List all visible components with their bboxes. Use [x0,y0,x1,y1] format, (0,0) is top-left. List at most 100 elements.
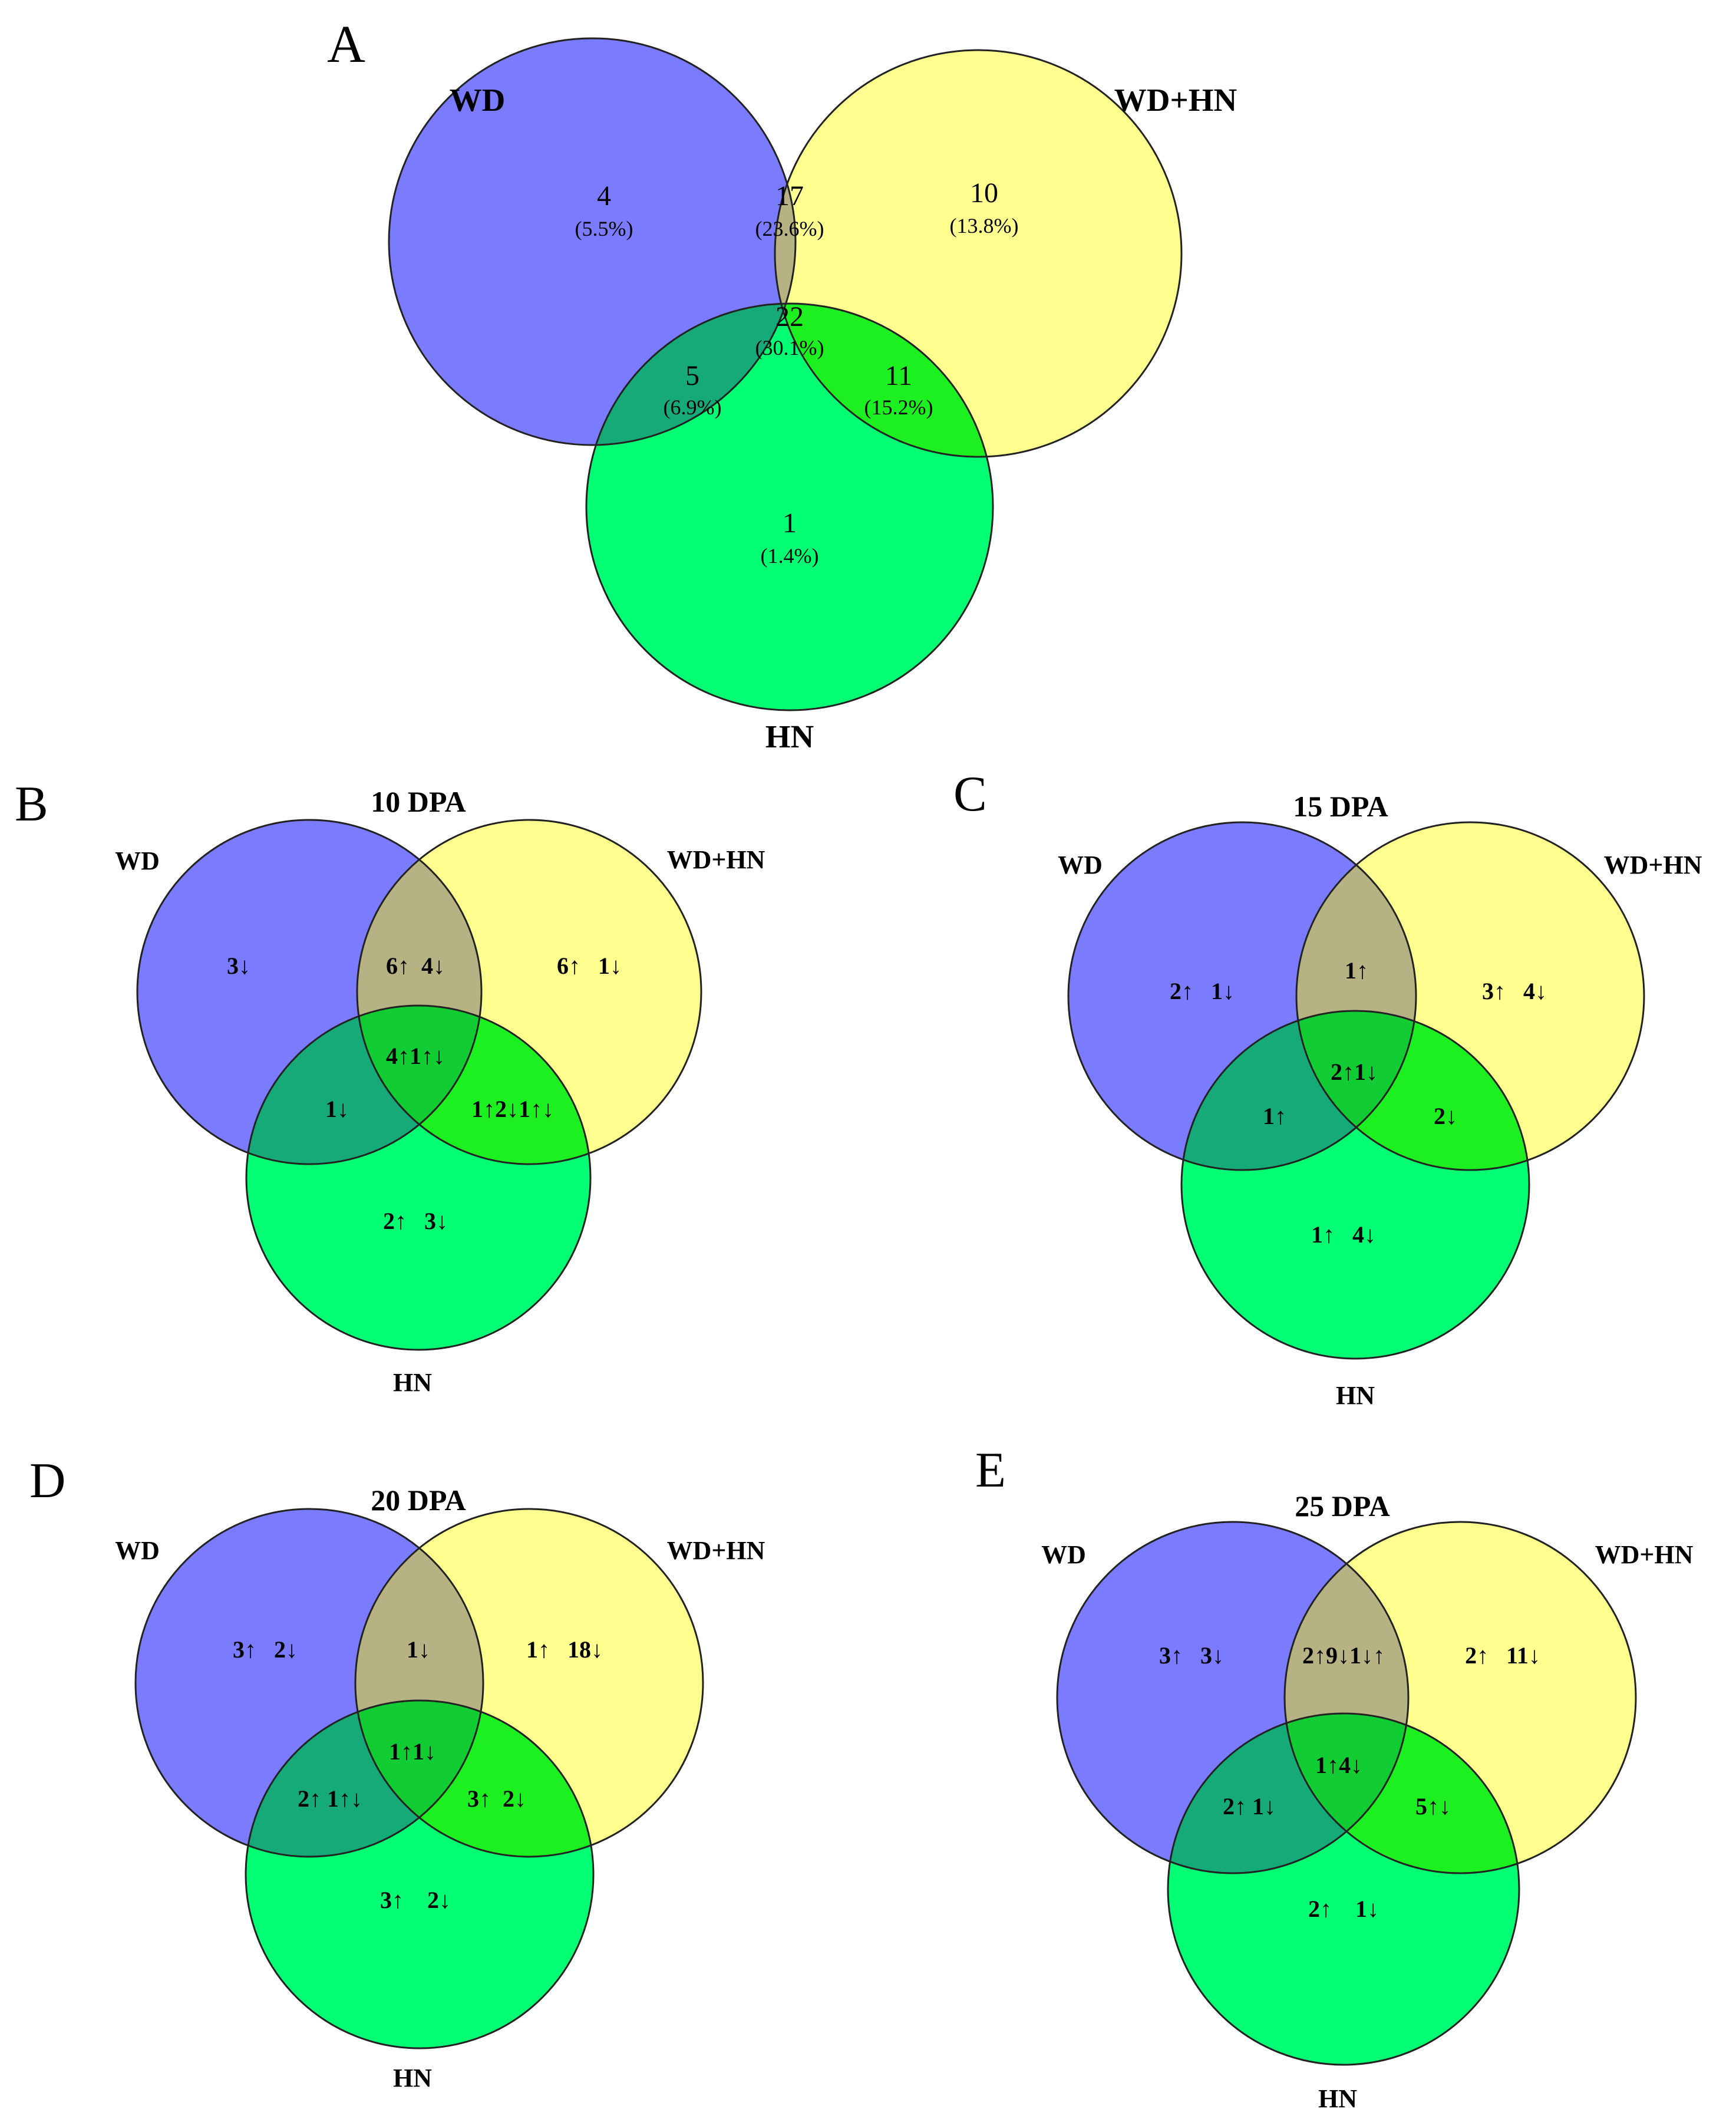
panel-a-hn-only-count: 1 [783,507,797,539]
panel-e-letter: E [975,1442,1006,1498]
panel-a: A WD WD+HN HN 4 (5.5%) 17 (23.6%) 10 (13… [327,15,1237,754]
circle-wdhn-outline [1283,1521,1637,1874]
panel-e-wd-only: 3↑ 3↓ [1159,1642,1224,1669]
panel-a-all-pct: (30.1%) [755,336,824,360]
circle-hn-outline [1167,1712,1520,2066]
panel-c-all: 2↑1↓ [1331,1059,1378,1085]
panel-b-wd-hn: 1↓ [325,1096,349,1122]
panel-d-label-hn: HN [393,2064,432,2092]
panel-b-letter: B [15,776,48,832]
overlap-wd_hn [1181,1011,1416,1170]
panel-c-wd-only: 2↑ 1↓ [1170,978,1235,1004]
circle-wd-outline [388,37,797,446]
panel-a-label-wdhn: WD+HN [1114,82,1237,118]
panel-e-label-wdhn: WD+HN [1595,1540,1694,1569]
overlap-wdhn_hn [1285,1713,1519,1873]
panel-c-label-hn: HN [1336,1381,1375,1410]
panel-d-title: 20 DPA [371,1484,466,1517]
overlap-wd_hn [246,1006,481,1164]
panel-d: D 20 DPA WD WD+HN HN 3↑ 2↓ 1↓ 1↑ 18↓ 1↑1… [29,1453,765,2092]
panel-c-wdhn-only: 3↑ 4↓ [1482,978,1547,1004]
panel-e-wd-wdhn: 2↑9↓1↓↑ [1302,1642,1385,1669]
panel-d-venn [134,1508,704,2049]
circle-wdhn-outline [356,819,702,1165]
circle-hn-outline [585,302,994,711]
panel-a-label-hn: HN [765,719,814,754]
panel-a-wd-wdhn-count: 17 [775,180,804,212]
overlap-wd_hn [586,304,796,445]
panel-b-hn-only: 2↑ 3↓ [383,1208,448,1234]
circle-wd-outline [136,819,483,1165]
panel-d-wdhn-hn: 3↑ 2↓ [467,1785,526,1812]
panel-a-label-wd: WD [450,82,506,118]
circle-wdhn-outline [354,1508,704,1858]
circle-wd-outline [134,1508,484,1858]
panel-b-label-hn: HN [393,1368,432,1397]
panel-c-wd-wdhn: 1↑ [1345,957,1368,984]
circle-hn-outline [245,1699,595,2049]
panel-a-wdhn-hn-pct: (15.2%) [864,396,933,419]
circle-wdhn-outline [774,49,1183,458]
panel-a-wdhn-hn-count: 11 [885,360,912,391]
panel-b-wd-wdhn: 6↑ 4↓ [386,953,445,979]
panel-c-wdhn-hn: 2↓ [1434,1103,1457,1129]
panel-c-label-wd: WD [1058,851,1103,879]
panel-b-wdhn-hn: 1↑2↓1↑↓ [471,1096,554,1122]
panel-d-hn-only: 3↑ 2↓ [380,1887,451,1913]
panel-a-wd-hn-pct: (6.9%) [664,396,722,419]
panel-e-venn [1056,1521,1637,2066]
overlap-wd_hn [1168,1713,1408,1873]
panel-c-wd-hn: 1↑ [1263,1103,1286,1129]
panel-e-wdhn-hn: 5↑↓ [1415,1793,1451,1820]
overlap-wdhn_hn [1296,1011,1529,1170]
panel-d-wdhn-only: 1↑ 18↓ [526,1636,603,1663]
panel-b: B 10 DPA WD WD+HN HN 3↓ 6↑ 4↓ 6↑ 1↓ 4↑1↑… [15,776,765,1397]
panel-a-venn [388,37,1183,711]
panel-b-venn [136,819,702,1351]
panel-e-hn-only: 2↑ 1↓ [1308,1896,1379,1922]
panel-e-all: 1↑4↓ [1315,1752,1362,1778]
panel-d-label-wd: WD [115,1536,160,1565]
overlap-wdhn_hn [355,1701,593,1857]
panel-a-wdhn-only-pct: (13.8%) [950,214,1019,238]
panel-c-hn-only: 1↑ 4↓ [1311,1221,1376,1248]
panel-d-label-wdhn: WD+HN [667,1536,765,1565]
overlap-wdhn_hn [775,304,993,457]
panel-b-wd-only: 3↓ [227,953,250,979]
panel-c-label-wdhn: WD+HN [1604,851,1702,879]
panel-d-wd-hn: 2↑ 1↑↓ [298,1785,362,1812]
panel-d-wd-only: 3↑ 2↓ [233,1636,298,1663]
circle-wd-outline [1056,1521,1410,1874]
panel-e: E 25 DPA WD WD+HN HN 3↑ 3↓ 2↑9↓1↓↑ 2↑ 11… [975,1442,1694,2113]
panel-e-wd-hn: 2↑ 1↓ [1223,1793,1276,1820]
panel-a-wd-wdhn-pct: (23.6%) [755,217,824,240]
panel-a-letter: A [327,15,365,74]
panel-e-label-wd: WD [1041,1540,1086,1569]
circle-hn-outline [1180,1010,1530,1360]
panel-a-hn-only-pct: (1.4%) [761,544,819,568]
panel-e-label-hn: HN [1318,2084,1357,2113]
circle-wd-outline [1067,821,1417,1171]
panel-e-wdhn-only: 2↑ 11↓ [1465,1642,1540,1669]
panel-c-title: 15 DPA [1293,790,1388,823]
panel-c-venn [1067,821,1645,1360]
panel-d-all: 1↑1↓ [389,1738,436,1765]
panel-b-label-wdhn: WD+HN [667,845,765,874]
circle-hn-outline [245,1004,592,1351]
panel-b-title: 10 DPA [371,785,466,818]
panel-b-label-wd: WD [115,846,160,875]
panel-a-wd-only-count: 4 [597,180,611,212]
overlap-wd_hn [246,1701,483,1857]
panel-a-wd-only-pct: (5.5%) [575,217,633,240]
panel-d-letter: D [29,1453,65,1508]
overlap-wdhn_hn [357,1006,590,1164]
panel-b-wdhn-only: 6↑ 1↓ [557,953,622,979]
panel-e-title: 25 DPA [1295,1489,1390,1522]
panel-d-wd-wdhn: 1↓ [407,1636,430,1663]
panel-b-all: 4↑1↑↓ [386,1043,445,1069]
panel-a-wdhn-only-count: 10 [970,177,998,209]
panel-a-wd-hn-count: 5 [685,360,699,391]
panel-c: C 15 DPA WD WD+HN HN 2↑ 1↓ 1↑ 3↑ 4↓ 2↑1↓… [953,766,1702,1410]
panel-a-all-count: 22 [775,301,804,332]
